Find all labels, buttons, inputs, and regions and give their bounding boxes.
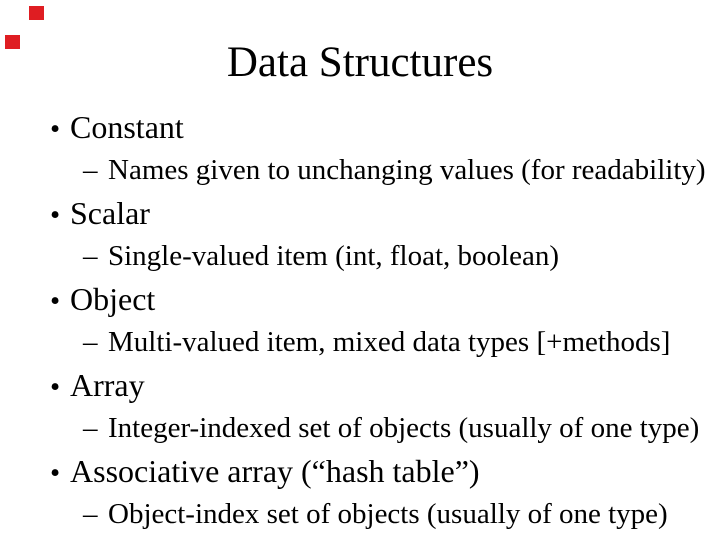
- sub-bullet-label: Single-valued item (int, float, boolean): [108, 240, 559, 272]
- sub-bullet-item: –Single-valued item (int, float, boolean…: [0, 235, 720, 278]
- sub-bullet-item: –Integer-indexed set of objects (usually…: [0, 407, 720, 450]
- bullet-item: • Array: [0, 364, 720, 407]
- bullet-label: Constant: [70, 109, 184, 145]
- sub-bullet-item: –Multi-valued item, mixed data types [+m…: [0, 321, 720, 364]
- red-square-decoration-icon: [29, 6, 44, 20]
- bullet-icon: •: [50, 285, 61, 317]
- sub-bullet-item: –Names given to unchanging values (for r…: [0, 149, 720, 192]
- bullet-icon: •: [50, 113, 61, 145]
- dash-icon: –: [83, 498, 98, 530]
- bullet-list: •Constant –Names given to unchanging val…: [0, 106, 720, 536]
- bullet-label: Object: [70, 281, 156, 317]
- bullet-icon: •: [50, 371, 61, 403]
- bullet-item: • Scalar: [0, 192, 720, 235]
- bullet-label: Associative array (“hash table”): [70, 453, 480, 489]
- sub-bullet-item: –Object-index set of objects (usually of…: [0, 493, 720, 536]
- bullet-item: • Constant: [0, 106, 720, 149]
- dash-icon: –: [83, 154, 98, 186]
- bullet-label: Array: [70, 367, 145, 403]
- sub-bullet-label: Object-index set of objects (usually of …: [108, 498, 668, 530]
- bullet-label: Scalar: [70, 195, 150, 231]
- bullet-icon: •: [50, 199, 61, 231]
- dash-icon: –: [83, 240, 98, 272]
- slide-title: Data Structures: [226, 39, 494, 86]
- dash-icon: –: [83, 412, 98, 444]
- sub-bullet-label: Integer-indexed set of objects (usually …: [108, 412, 700, 444]
- sub-bullet-label: Multi-valued item, mixed data types [+me…: [108, 326, 671, 358]
- bullet-item: • Associative array (“hash table”): [0, 450, 720, 493]
- sub-bullet-label: Names given to unchanging values (for re…: [108, 154, 706, 186]
- dash-icon: –: [83, 326, 98, 358]
- bullet-item: • Object: [0, 278, 720, 321]
- red-square-decoration-icon: [5, 35, 20, 49]
- bullet-icon: •: [50, 457, 61, 489]
